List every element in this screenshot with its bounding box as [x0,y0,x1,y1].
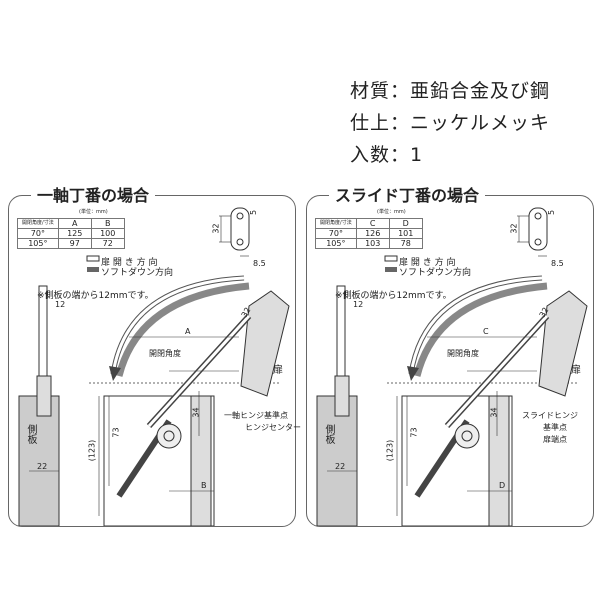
panel-title: スライド丁番の場合 [329,182,486,206]
hinge-plate-icon [528,207,548,251]
open-arrow [409,276,543,375]
open-direction-swatch [86,255,100,262]
side-panel [316,395,358,526]
panel-title: 一軸丁番の場合 [31,182,156,206]
dim-34: 34 [489,407,499,418]
hinge-diagram [316,207,588,526]
side-panel [18,395,60,526]
softdown-arrow [413,282,548,377]
dim-73: 73 [111,427,121,438]
hinge-diagram [18,207,290,526]
spec-quantity: 入数：1 [350,144,424,166]
open-direction-swatch [384,255,398,262]
door-edge-label: 扉端点 [543,435,567,444]
note-text: ※側板の端から12mmです。 [335,291,452,301]
dim-22: 22 [335,462,346,471]
side-panel-label: 側板 [323,424,334,444]
hinge-body-icon [156,423,182,449]
dim-length-1: A [185,327,191,336]
hinge-center-label: ヒンジセンター [245,423,301,432]
dim-123: (123) [87,439,97,462]
legend-open-direction: 扉 開 き 方 向 [101,258,158,268]
dim-12: 12 [55,300,66,309]
dim-length-2: D [499,481,506,490]
softdown-direction-swatch [87,267,99,272]
unit-label: (単位：mm) [79,209,108,215]
legend-softdown-direction: ソフトダウン方向 [101,268,174,278]
opening-angle-label: 開閉角度 [149,349,181,358]
dim-32: 32 [211,223,221,234]
table-cell: 72 [90,238,125,249]
door-panel [488,395,510,526]
hinge-body-icon [454,423,480,449]
unit-label: (単位：mm) [377,209,406,215]
softdown-arrow [115,282,250,377]
dim-12: 12 [353,300,364,309]
hinge-reference-label: スライドヒンジ [522,411,578,420]
hinge-reference-label: 一軸ヒンジ基準点 [224,411,288,420]
dim-5: 5 [249,209,259,216]
dim-8-5: 8.5 [253,259,266,268]
side-panel-label: 側板 [25,424,36,444]
note-text: ※側板の端から12mmです。 [37,291,154,301]
opening-angle-label: 開閉角度 [447,349,479,358]
dim-32: 32 [509,223,519,234]
dim-34: 34 [191,407,201,418]
open-arrow [111,276,245,375]
hinge-plate-icon [230,207,250,251]
legend-open-direction: 扉 開 き 方 向 [399,258,456,268]
door-panel [190,395,212,526]
dim-5: 5 [547,209,557,216]
dim-123: (123) [385,439,395,462]
dim-73: 73 [409,427,419,438]
spec-material: 材質：亜鉛合金及び鋼 [350,80,551,102]
dim-length-2: B [201,481,207,490]
spec-finish: 仕上：ニッケルメッキ [350,112,551,134]
hinge-center-label: 基準点 [543,423,567,432]
softdown-direction-swatch [385,267,397,272]
door-label: 扉 [273,365,283,376]
door-label: 扉 [571,365,581,376]
legend-softdown-direction: ソフトダウン方向 [399,268,472,278]
table-cell: 78 [388,238,423,249]
dim-8-5: 8.5 [551,259,564,268]
dim-22: 22 [37,462,48,471]
dim-length-1: C [483,327,489,336]
